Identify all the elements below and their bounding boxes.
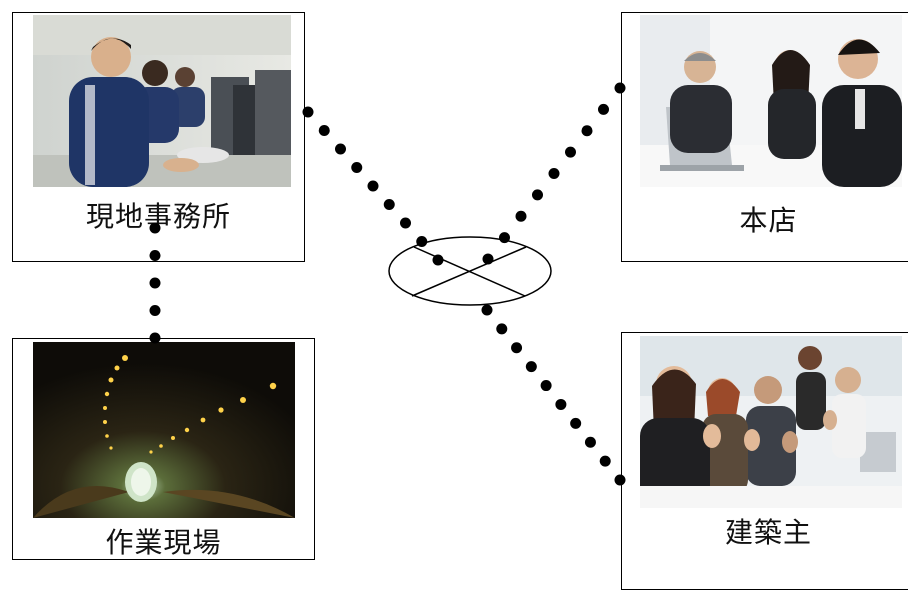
- network-hub: [388, 236, 552, 306]
- connection-dot: [584, 436, 596, 448]
- connection-dot: [302, 106, 314, 118]
- site-label: 作業現場: [105, 526, 222, 559]
- owner-label: 建築主: [724, 516, 812, 549]
- connection-owner-hub: [481, 304, 626, 486]
- connection-dot: [416, 236, 428, 247]
- connection-dot: [565, 146, 576, 158]
- connection-dot: [496, 323, 508, 335]
- connection-dot: [351, 162, 363, 173]
- node-head-office-box: 本店: [621, 12, 908, 262]
- connection-dot: [525, 361, 537, 373]
- connection-dot: [515, 210, 527, 222]
- connection-dot: [548, 168, 560, 179]
- connection-dot: [318, 125, 330, 136]
- connection-dot: [499, 232, 510, 244]
- network-diagram: [149, 82, 626, 486]
- office-photo: [33, 15, 291, 187]
- connection-dot: [335, 143, 346, 155]
- owner-photo: [640, 336, 902, 508]
- site-photo: [33, 342, 295, 518]
- node-site-box: 作業現場: [12, 338, 315, 560]
- connection-dot: [482, 253, 494, 265]
- connection-dot: [599, 455, 611, 467]
- connection-dot: [481, 304, 493, 316]
- connection-dot: [149, 222, 161, 234]
- connection-office-site: [149, 222, 161, 344]
- connection-dot: [511, 342, 523, 354]
- connection-dot: [149, 277, 161, 289]
- connection-dot: [432, 254, 444, 266]
- connection-dot: [570, 417, 582, 429]
- connection-dot: [383, 199, 395, 210]
- connection-dot: [598, 103, 609, 115]
- hub-ellipse: [388, 236, 552, 306]
- connection-dot: [149, 250, 161, 261]
- connection-dot: [367, 180, 379, 192]
- connection-dot: [581, 125, 593, 137]
- connection-dot: [540, 380, 552, 392]
- node-owner-box: 建築主: [621, 332, 908, 590]
- connection-headoffice-hub: [482, 82, 626, 265]
- connection-dot: [149, 332, 161, 344]
- connection-dot: [614, 474, 626, 486]
- head-office-label: 本店: [739, 204, 798, 237]
- connection-dot: [400, 217, 411, 229]
- connection-dot: [149, 305, 161, 316]
- head-office-photo: [640, 15, 902, 187]
- connection-office-hub: [302, 106, 444, 266]
- hub-cross-line-2: [411, 246, 527, 297]
- connection-dot: [555, 398, 567, 410]
- connection-dot: [532, 189, 543, 201]
- connection-dot: [614, 82, 626, 94]
